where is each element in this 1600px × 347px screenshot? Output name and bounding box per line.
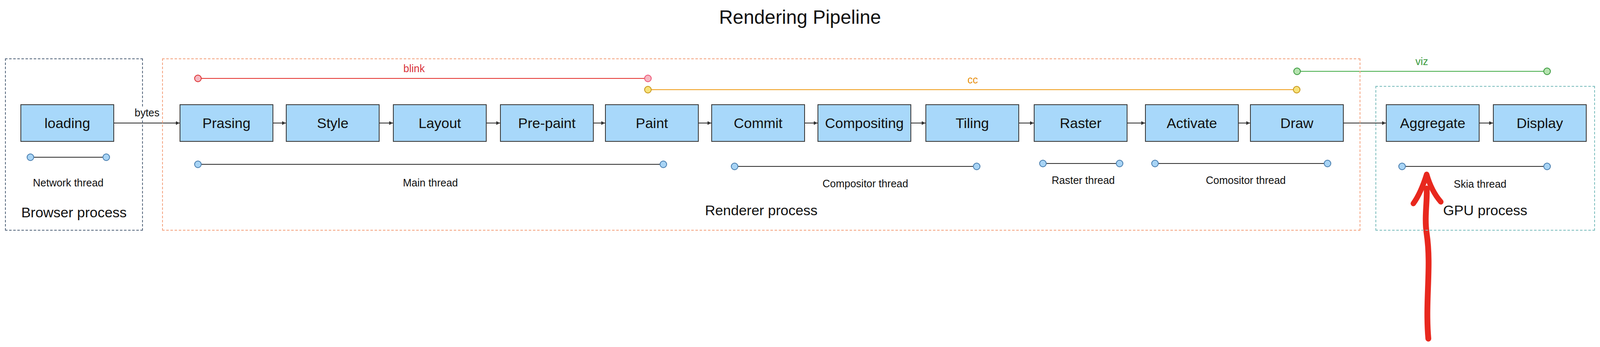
- stage-box: Pre-paint: [500, 104, 594, 142]
- thread-line: [197, 163, 664, 165]
- stage-label: loading: [44, 115, 91, 132]
- stage-label: Commit: [733, 115, 783, 132]
- stage-box: Activate: [1145, 104, 1239, 142]
- stage-box: Paint: [605, 104, 699, 142]
- blink-span: [194, 75, 652, 82]
- thread-label: Network thread: [31, 176, 105, 189]
- flow-arrow: [486, 122, 500, 124]
- flow-arrow: [114, 122, 180, 124]
- thread-dot: [194, 160, 202, 168]
- thread-dot: [1151, 160, 1159, 167]
- flow-arrow: [1479, 122, 1493, 124]
- thread-label: Compositor thread: [821, 177, 910, 190]
- span-line: [1297, 70, 1548, 72]
- span-line: [197, 77, 648, 79]
- span-dot: [1293, 86, 1300, 93]
- stage-box: Display: [1492, 104, 1587, 142]
- flow-arrow: [379, 122, 393, 124]
- process-label: GPU process: [1376, 202, 1595, 219]
- span-dot: [644, 75, 652, 82]
- arrow-shaft: [1425, 188, 1429, 339]
- span-dot: [1543, 67, 1551, 75]
- stage-label: Style: [317, 115, 349, 132]
- thread-line: [734, 165, 977, 167]
- thread-line: [1155, 162, 1328, 164]
- process-label: Renderer process: [162, 202, 1360, 219]
- flow-arrow: [698, 122, 712, 124]
- flow-arrow: [911, 122, 926, 124]
- process-region: Browser process loading: [5, 58, 143, 231]
- flow-arrow: [1127, 122, 1145, 124]
- span-dot: [1293, 67, 1301, 75]
- flow-arrow: [1238, 122, 1250, 124]
- arrow-head: [1413, 174, 1441, 204]
- stage-label: Draw: [1280, 115, 1314, 132]
- stage-box: loading: [20, 104, 115, 142]
- process-label: Browser process: [5, 204, 143, 221]
- stage-label: Activate: [1166, 115, 1218, 132]
- thread-label: Skia thread: [1452, 177, 1508, 190]
- flow-arrow: [273, 122, 286, 124]
- thread-label: Comositor thread: [1204, 174, 1288, 187]
- thread-dot: [1398, 162, 1406, 170]
- thread-dot: [27, 153, 34, 161]
- thread-line: [1402, 165, 1548, 167]
- flow-arrow: [1343, 122, 1386, 124]
- stage-box: Style: [285, 104, 380, 142]
- thread-line: [30, 156, 107, 158]
- span-dot: [644, 86, 652, 93]
- stage-box: Commit: [711, 104, 805, 142]
- thread-dot: [1543, 162, 1551, 170]
- flow-arrow: [805, 122, 818, 124]
- thread-line: [1042, 162, 1120, 164]
- thread-dot: [660, 160, 667, 168]
- stage-label: Pre-paint: [518, 115, 576, 132]
- library-label: cc: [966, 73, 980, 86]
- stage-box: Draw: [1250, 104, 1344, 142]
- thread-lines: [27, 153, 1551, 170]
- flow-arrow: [1019, 122, 1034, 124]
- thread-label: Main thread: [401, 176, 460, 189]
- stage-box: Tiling: [925, 104, 1020, 142]
- thread-dot: [731, 162, 738, 170]
- process-region: GPU process Aggregate Display: [1375, 85, 1595, 231]
- stage-box: Compositing: [817, 104, 912, 142]
- thread-dot: [1324, 160, 1331, 167]
- process-region: Renderer process Prasing Style Layout Pre-pa…: [162, 58, 1361, 231]
- stage-label: Tiling: [955, 115, 990, 132]
- viz-span: [1293, 67, 1551, 75]
- stage-label: Layout: [418, 115, 461, 132]
- stage-label: Raster: [1059, 115, 1102, 132]
- stage-label: Paint: [635, 115, 669, 132]
- stage-label: Aggregate: [1400, 115, 1466, 132]
- stage-box: Aggregate: [1385, 104, 1480, 142]
- library-label: viz: [1414, 55, 1430, 68]
- stage-label: Display: [1516, 115, 1563, 132]
- stage-label: Compositing: [825, 115, 904, 132]
- red-annotation-arrow: [1413, 174, 1441, 339]
- thread-dot: [1039, 160, 1047, 167]
- stage-box: Prasing: [179, 104, 274, 142]
- stage-box: Raster: [1033, 104, 1128, 142]
- library-label: blink: [402, 62, 426, 75]
- stage-label: Prasing: [202, 115, 251, 132]
- cc-span: [644, 86, 1300, 93]
- span-dot: [194, 75, 202, 82]
- diagram-title: Rendering Pipeline: [0, 5, 1600, 29]
- thread-dot: [1116, 160, 1123, 167]
- span-line: [647, 89, 1297, 90]
- stage-box: Layout: [392, 104, 487, 142]
- flow-arrow: [593, 122, 605, 124]
- thread-label: Raster thread: [1050, 174, 1116, 187]
- thread-dot: [973, 162, 980, 170]
- thread-dot: [102, 153, 110, 161]
- edge-label: bytes: [133, 106, 161, 119]
